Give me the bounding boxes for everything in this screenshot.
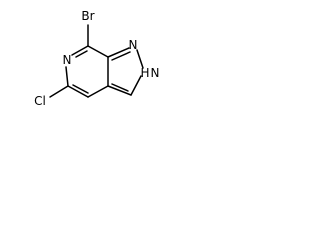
bond-c7-n6 — [71, 45, 89, 56]
bond-layer — [49, 24, 144, 98]
bond-c7-n6-inner — [75, 50, 88, 58]
molecule-structure: Br N N N H Cl — [34, 9, 159, 108]
bond-c3-c3a — [107, 85, 132, 96]
atom-label-pyrazole-n2h: N — [151, 66, 160, 80]
atom-label-pyrazole-h: H — [140, 66, 149, 80]
bond-c5-cl — [49, 85, 69, 98]
bond-c3-c3a-inner — [111, 83, 129, 92]
atom-label-bromine: Br — [81, 9, 94, 23]
atom-label-pyrazole-n1: N — [129, 38, 138, 52]
bond-c7a-n1 — [107, 47, 130, 58]
bond-n6-c5 — [65, 66, 69, 87]
bond-c7a-n1-inner — [111, 51, 131, 61]
atom-label-layer: Br N N N H Cl — [34, 9, 159, 108]
bond-n2-c3 — [130, 75, 142, 96]
bond-c5-c4-inner — [72, 84, 89, 94]
bond-n1-n2 — [136, 49, 144, 69]
atom-label-chlorine: Cl — [34, 94, 46, 108]
bond-c7a-c7 — [87, 45, 109, 58]
bond-c4-c3a — [87, 85, 109, 98]
bond-c5-c4 — [67, 85, 89, 98]
atom-label-pyridine-nitrogen: N — [63, 53, 72, 67]
